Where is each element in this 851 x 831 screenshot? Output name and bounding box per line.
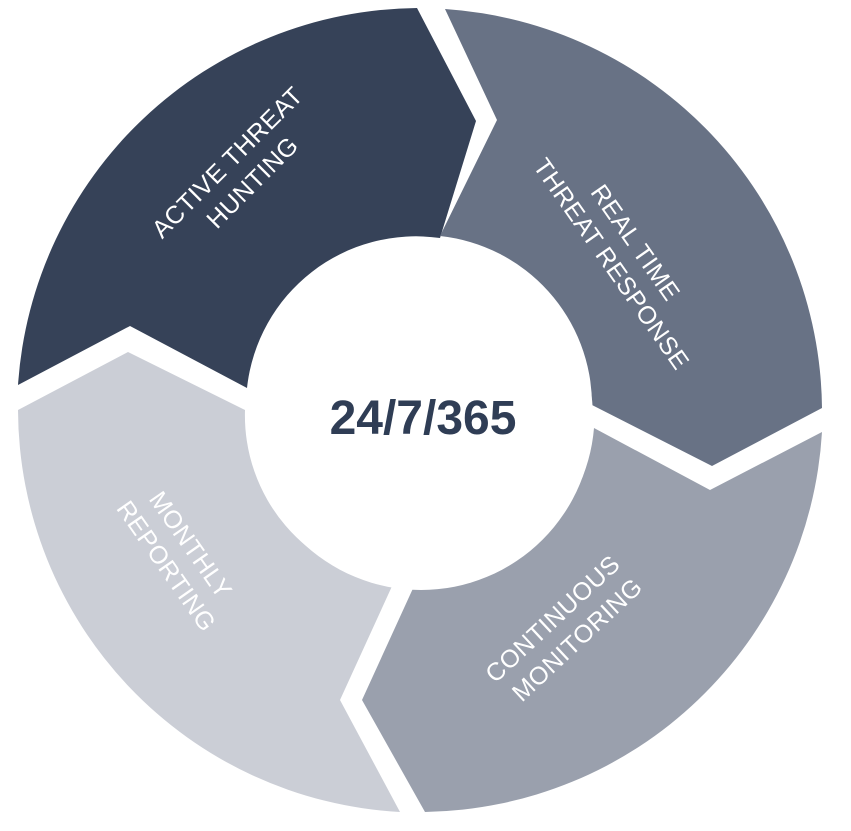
segment-shape-active-threat-hunting bbox=[18, 8, 476, 388]
segment-continuous-monitoring: CONTINUOUS MONITORING bbox=[362, 428, 822, 812]
segment-monthly-reporting: MONTHLY REPORTING bbox=[18, 352, 400, 812]
center-label: 24/7/365 bbox=[330, 392, 517, 445]
segment-shape-monthly-reporting bbox=[18, 352, 400, 812]
segment-shape-continuous-monitoring bbox=[362, 428, 822, 812]
segment-active-threat-hunting: ACTIVE THREAT HUNTING bbox=[18, 8, 476, 388]
segment-shape-real-time-threat-response bbox=[440, 9, 822, 466]
segment-real-time-threat-response: REAL TIME THREAT RESPONSE bbox=[440, 9, 822, 466]
center-circle bbox=[249, 246, 593, 590]
